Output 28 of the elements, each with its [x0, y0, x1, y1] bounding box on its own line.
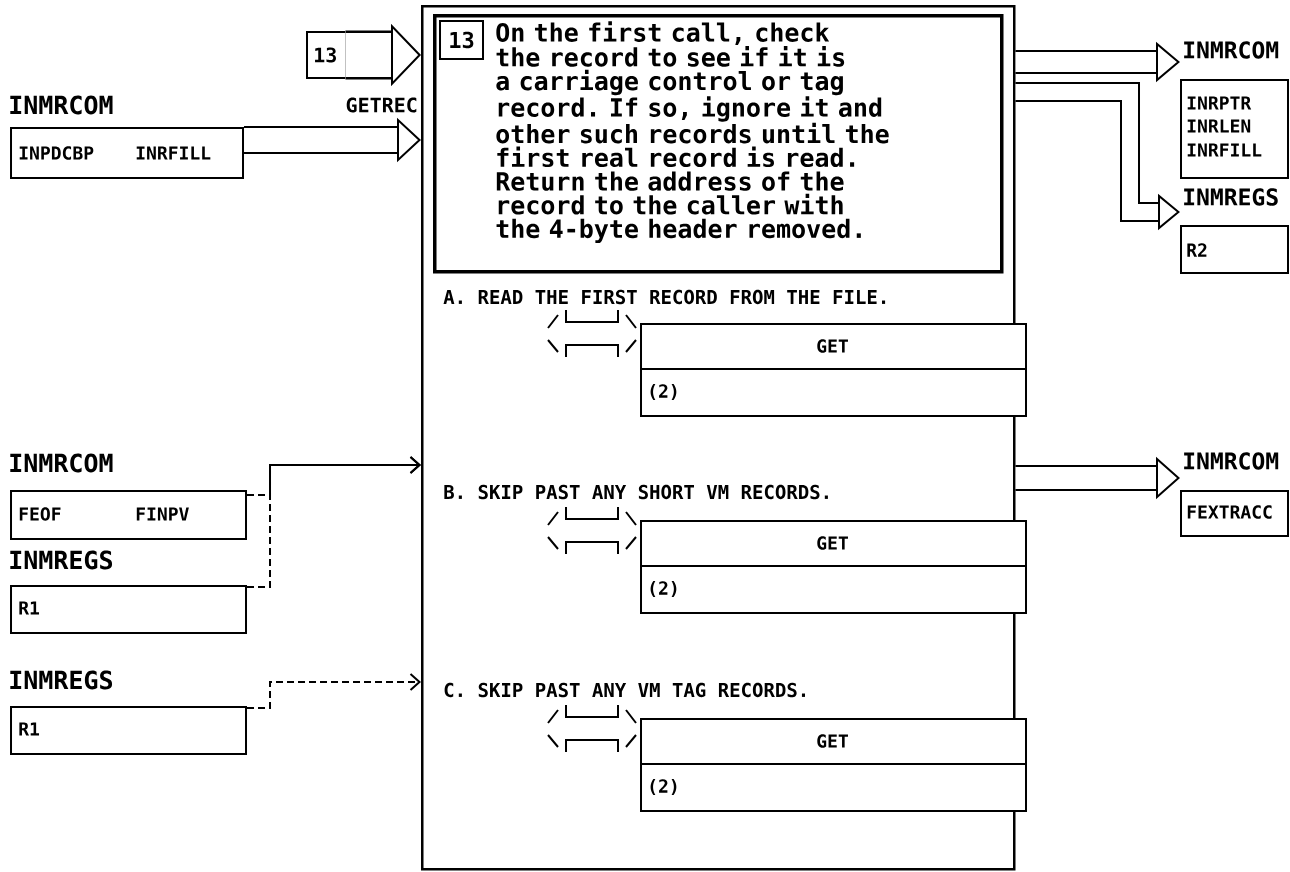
- input-box: 13: [306, 31, 346, 79]
- step-text: A. READ THE FIRST RECORD FROM THE FILE.: [443, 289, 886, 305]
- module-box: GET (2): [639, 323, 1027, 417]
- module-name: GETREC: [346, 97, 417, 113]
- section-heading: INMRCOM: [1184, 452, 1279, 470]
- section-heading: INMREGS: [1184, 188, 1278, 206]
- data-box: R2: [1180, 225, 1289, 274]
- step-text: C. SKIP PAST ANY VM TAG RECORDS.: [444, 682, 806, 698]
- dashed-arrow: [246, 456, 421, 588]
- data-box: FEXTRACC: [1180, 490, 1289, 537]
- data-box: FEOF FINPV: [10, 490, 247, 540]
- data-box: R1: [10, 585, 247, 634]
- data-box: INRPTR INRLEN INRFILL: [1180, 79, 1289, 179]
- module-box: GET (2): [639, 520, 1027, 614]
- section-heading: INMRCOM: [10, 453, 113, 473]
- dashed-arrow: [246, 673, 421, 709]
- description-box: 13 On the first call, check the record to see if it is a carriage control or tag record. If so, ignore it and other such records until the first real record is read. Return the address of the record to the caller with the 4-byte header removed.: [433, 14, 1004, 274]
- data-box: R1: [10, 706, 247, 755]
- section-heading: INMREGS: [10, 550, 113, 570]
- section-heading: INMRCOM: [10, 95, 113, 115]
- node-label: FINPV: [136, 507, 189, 521]
- data-box: INPDCBP INRFILL: [10, 127, 244, 179]
- section-heading: INMRCOM: [1184, 41, 1279, 59]
- step-text: B. SKIP PAST ANY SHORT VM RECORDS.: [444, 484, 828, 500]
- section-heading: INMREGS: [10, 670, 113, 690]
- module-box: GET (2): [639, 718, 1027, 812]
- node-label: FEOF: [19, 507, 61, 521]
- process-panel: [421, 5, 1016, 871]
